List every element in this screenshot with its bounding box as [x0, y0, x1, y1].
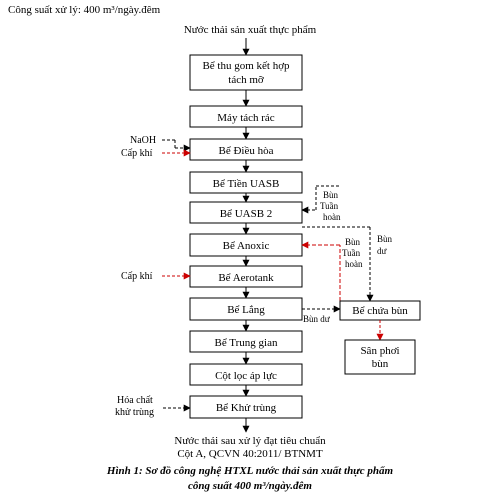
svg-text:Bùn dư: Bùn dư — [303, 314, 331, 324]
input-label: Nước thải sản xuất thực phẩm — [184, 24, 317, 36]
sludge-recirculation-2: Bùn Tuần hoàn — [301, 237, 363, 301]
svg-text:hoàn: hoàn — [345, 259, 363, 269]
svg-text:NaOH: NaOH — [130, 135, 156, 146]
sludge-drying-bed-box: Sân phơi bùn — [344, 339, 416, 375]
process-box-tien-uasb: Bể Tiền UASB — [189, 171, 303, 194]
sludge-recirculation-1: Bùn Tuần hoàn — [301, 185, 341, 222]
svg-text:bùn: bùn — [372, 358, 389, 370]
air-supply-input-1: Cấp khí — [121, 148, 191, 159]
process-box-anoxic: Bể Anoxic — [189, 233, 303, 257]
naoh-input: NaOH — [130, 135, 191, 152]
svg-text:Bể UASB 2: Bể UASB 2 — [220, 208, 273, 220]
svg-text:Bùn: Bùn — [323, 190, 339, 200]
svg-text:Tuần: Tuần — [320, 201, 339, 211]
process-box-lang: Bể Lắng — [189, 297, 303, 321]
process-box-may-tach-rac: Máy tách rác — [189, 105, 303, 128]
svg-text:Sân phơi: Sân phơi — [360, 345, 399, 357]
svg-text:Bể Lắng: Bể Lắng — [227, 304, 265, 316]
svg-text:Bể chứa bùn: Bể chứa bùn — [352, 305, 408, 317]
svg-text:khử trùng: khử trùng — [115, 407, 154, 418]
air-supply-input-2: Cấp khí — [121, 271, 191, 282]
svg-text:hoàn: hoàn — [323, 212, 341, 222]
svg-text:Bể Điều hòa: Bể Điều hòa — [219, 145, 274, 157]
svg-text:Máy tách rác: Máy tách rác — [217, 112, 275, 124]
svg-text:Bể thu gom kết hợp: Bể thu gom kết hợp — [202, 60, 290, 72]
sludge-tank-box: Bể chứa bùn — [339, 300, 421, 321]
svg-text:Cấp khí: Cấp khí — [121, 271, 153, 282]
disinfectant-input: Hóa chất khử trùng — [115, 395, 191, 418]
process-box-cot-loc: Cột lọc áp lực — [189, 363, 303, 386]
process-box-aerotank: Bể Aerotank — [189, 265, 303, 288]
process-box-trung-gian: Bể Trung gian — [189, 330, 303, 353]
svg-text:Bể Khử trùng: Bể Khử trùng — [216, 402, 277, 414]
svg-text:Bùn: Bùn — [345, 237, 361, 247]
process-box-dieu-hoa: Bể Điều hòa — [189, 138, 303, 161]
svg-text:dư: dư — [377, 246, 388, 256]
process-box-thu-gom: Bể thu gom kết hợp tách mỡ — [189, 54, 303, 91]
figure-caption-line-2: công suất 400 m³/ngày.đêm — [188, 480, 312, 492]
process-box-khu-trung: Bể Khử trùng — [189, 395, 303, 419]
svg-text:Bể Trung gian: Bể Trung gian — [215, 337, 278, 349]
svg-text:Cấp khí: Cấp khí — [121, 148, 153, 159]
figure-caption-line-1: Hình 1: Sơ đồ công nghệ HTXL nước thải s… — [106, 465, 394, 477]
process-box-uasb-2: Bể UASB 2 — [189, 201, 303, 224]
output-label-line-1: Nước thải sau xử lý đạt tiêu chuẩn — [174, 435, 326, 447]
excess-sludge-line-2: Bùn dư — [302, 305, 341, 324]
svg-text:Tuần: Tuần — [342, 248, 361, 258]
output-label-line-2: Cột A, QCVN 40:2011/ BTNMT — [177, 448, 323, 460]
svg-text:Cột lọc áp lực: Cột lọc áp lực — [215, 370, 277, 382]
excess-sludge-line-1: Bùn dư — [302, 226, 393, 302]
svg-text:Bùn: Bùn — [377, 234, 393, 244]
svg-text:tách mỡ: tách mỡ — [228, 74, 264, 86]
svg-text:Bể Anoxic: Bể Anoxic — [223, 240, 270, 252]
capacity-header: Công suất xử lý: 400 m³/ngày.đêm — [8, 4, 161, 16]
svg-text:Bể Aerotank: Bể Aerotank — [218, 272, 274, 284]
svg-text:Hóa chất: Hóa chất — [117, 395, 153, 406]
svg-text:Bể Tiền UASB: Bể Tiền UASB — [213, 178, 280, 190]
